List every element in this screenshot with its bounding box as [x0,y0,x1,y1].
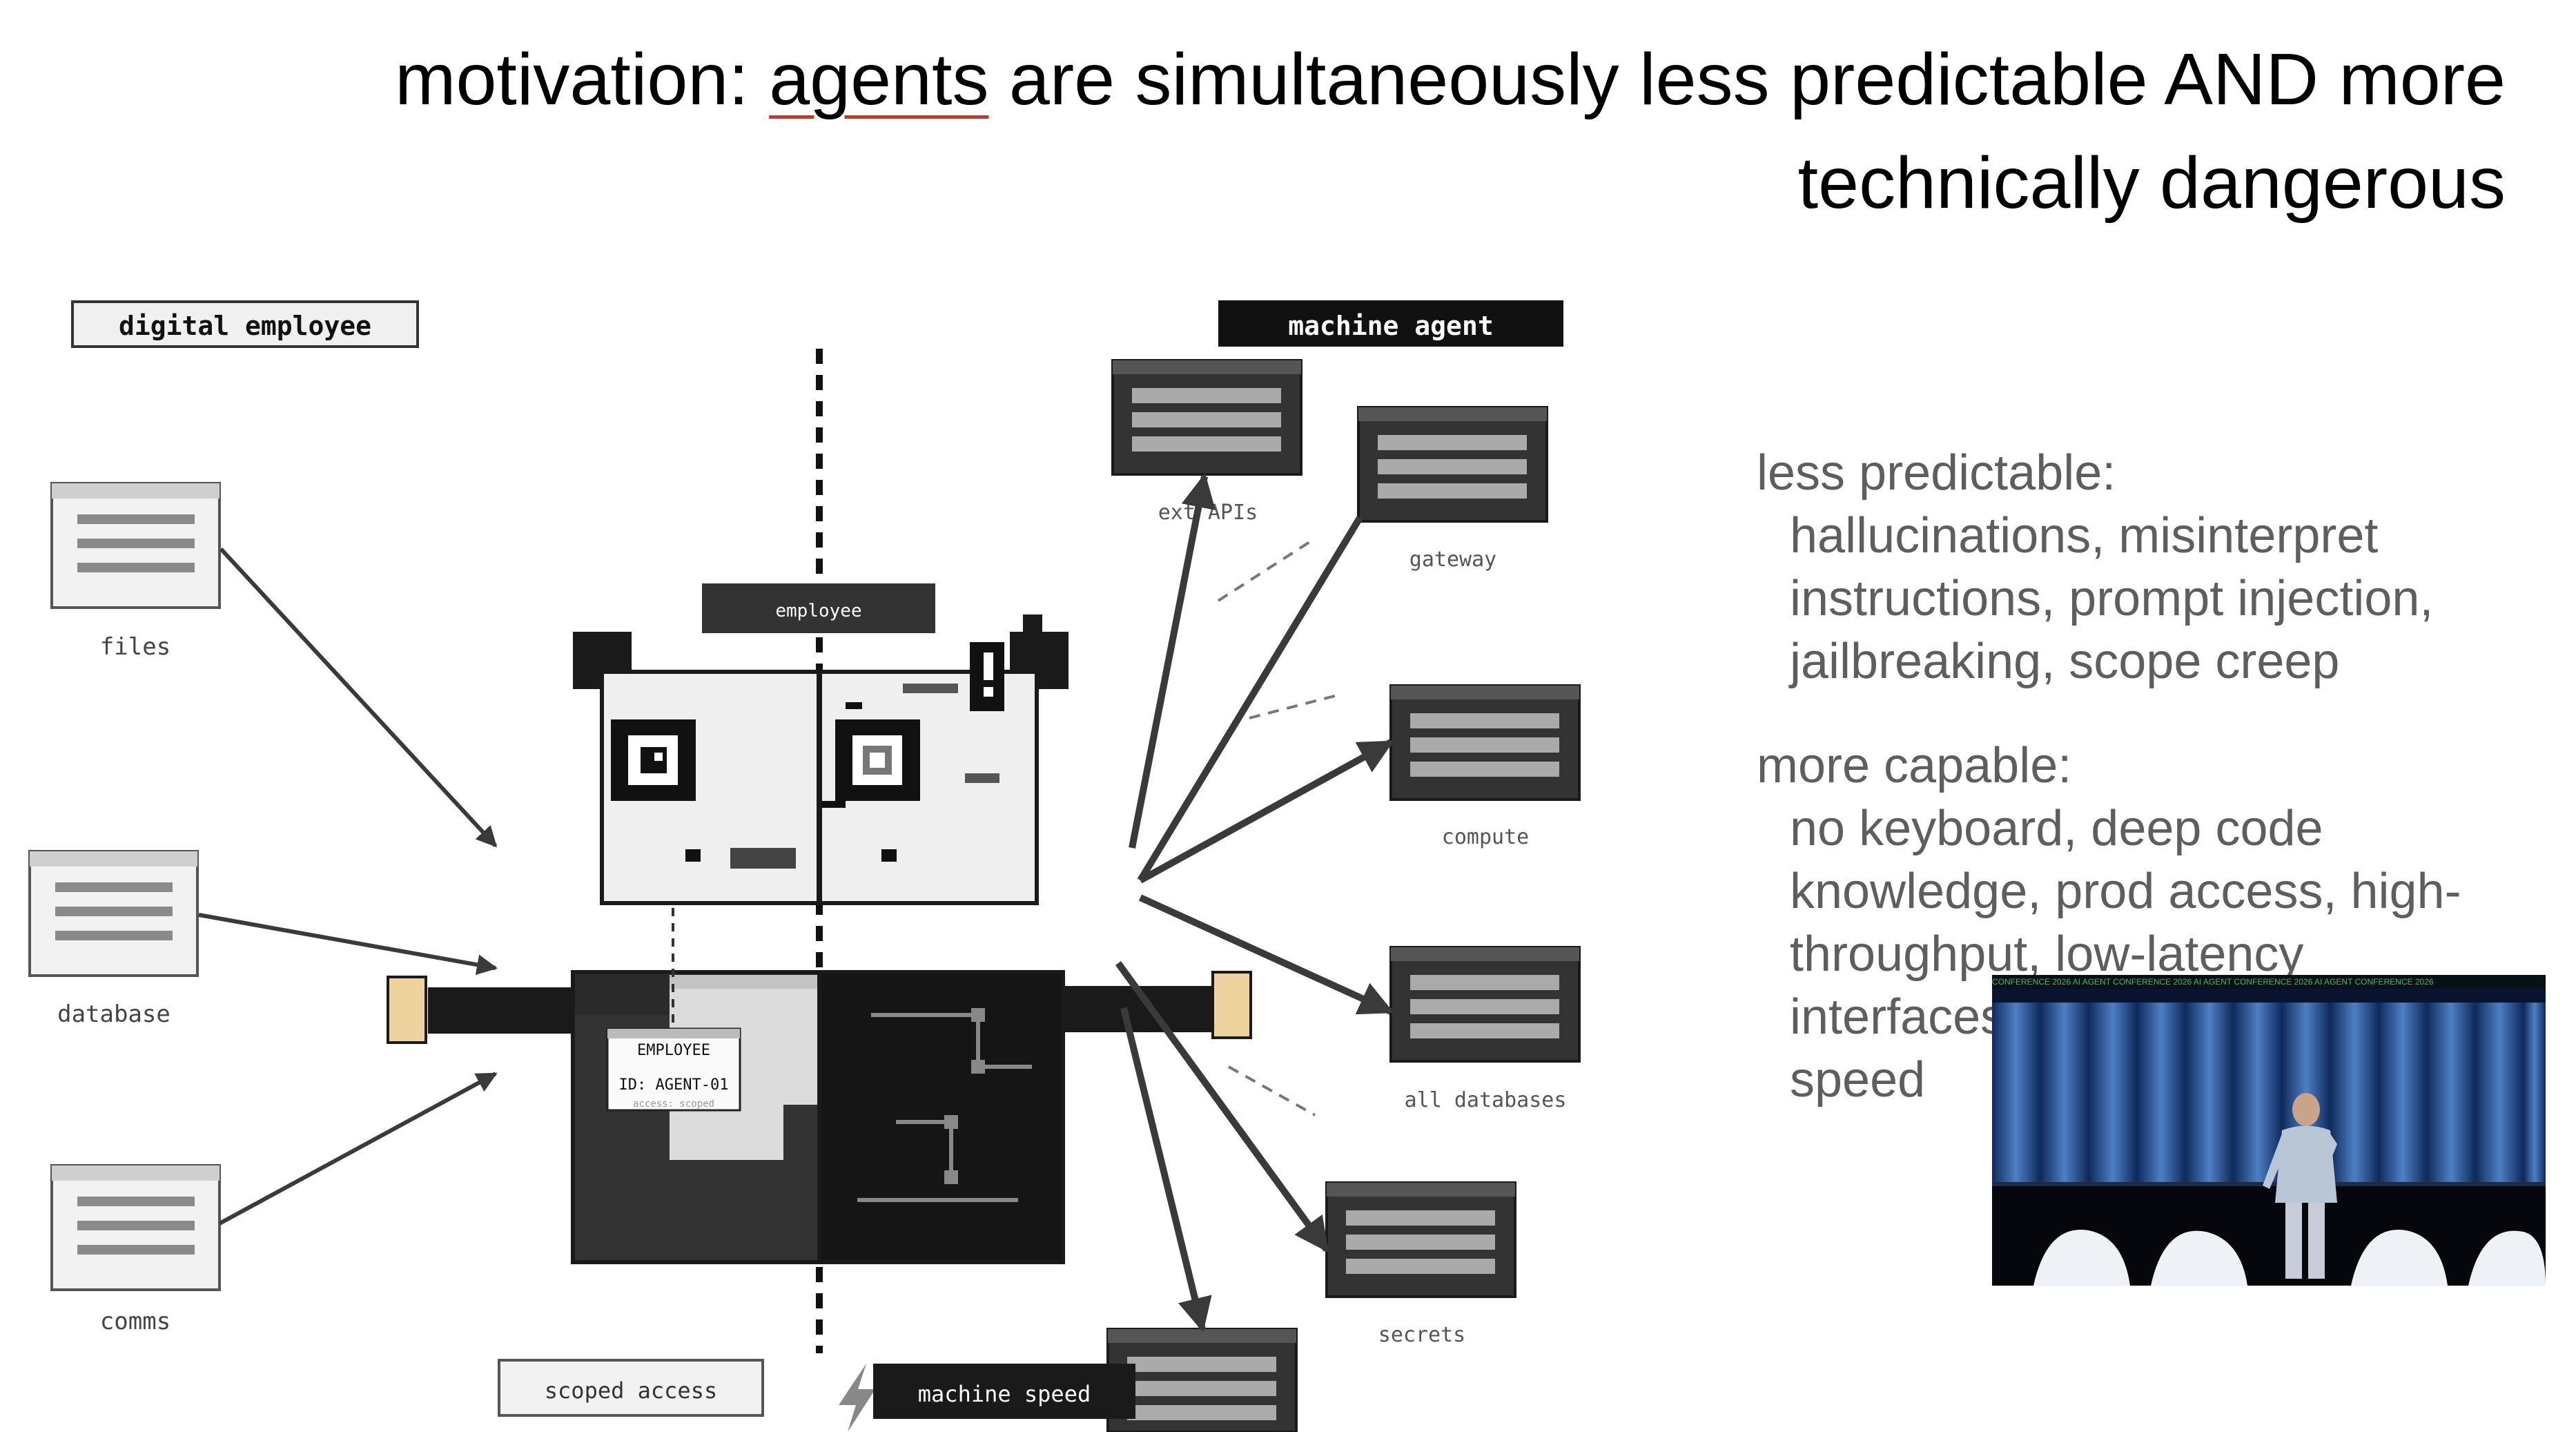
badge-access: access: scoped [633,1099,714,1110]
all-databases-label: all databases [1405,1088,1567,1112]
scoped-access-box: scoped access [498,1359,764,1417]
slide-title: motivation: agents are simultaneously le… [159,28,2506,235]
less-predictable-line: instructions, prompt injection, [1790,571,2434,626]
database-label: database [57,1000,170,1028]
ext-apis-card [1111,359,1302,476]
speaker-video-overlay[interactable]: CONFERENCE 2026 AI AGENT CONFERENCE 2026… [1992,975,2546,1286]
more-capable-line: speed [1790,1052,1926,1107]
character-head [573,615,1069,905]
left-hand [387,976,427,1044]
stage-curtains [1992,1003,2546,1182]
machine-agent-label: machine agent [1288,311,1493,341]
title-rest: are simultaneously less predictable AND … [988,39,2506,224]
stage-chairs [2033,1230,2546,1286]
digital-employee-header: digital employee [71,300,419,348]
left-arrows [198,547,498,1226]
bottom-resource-card [1106,1328,1298,1432]
dashed-connectors [1217,537,1343,1116]
title-underlined-word: agents [769,39,989,120]
stage-scene [1992,989,2546,1286]
more-capable-heading: more capable: [1757,738,2072,793]
files-card [50,482,221,609]
gateway-label: gateway [1409,548,1496,572]
employee-label: employee [775,601,861,621]
agent-diagram: digital employee machine agent files dat… [28,300,1581,1432]
more-capable-line: throughput, low-latency [1790,927,2304,982]
less-predictable-line: jailbreaking, scope creep [1790,634,2340,689]
employee-badge: EMPLOYEE ID: AGENT-01 access: scoped [606,1027,741,1112]
more-capable-line: no keyboard, deep code [1790,801,2323,856]
right-hand [1211,971,1252,1039]
database-card [28,850,199,977]
speaker-figure [2263,1093,2337,1279]
digital-employee-label: digital employee [119,311,371,341]
character-body [571,908,1065,1264]
machine-agent-header: machine agent [1218,300,1563,347]
ext-apis-label: ext APIs [1158,501,1258,525]
title-prefix: motivation: [395,39,770,120]
more-capable-line: interfaces [1790,989,2006,1045]
bullet-list: less predictable: hallucinations, misint… [1757,442,2550,1112]
compute-label: compute [1442,825,1529,849]
machine-speed-box: machine speed [839,1364,1135,1432]
machine-speed-label: machine speed [918,1381,1091,1407]
lightning-bolt-icon [839,1364,875,1432]
more-capable-line: knowledge, prod access, high- [1790,864,2461,919]
secrets-label: secrets [1378,1323,1465,1347]
badge-title: EMPLOYEE [637,1042,710,1059]
right-arrows [1115,473,1394,1333]
less-predictable-line: hallucinations, misinterpret [1790,508,2379,563]
scoped-access-label: scoped access [545,1377,717,1404]
badge-id: ID: AGENT-01 [619,1076,729,1094]
comms-card [50,1164,221,1291]
secrets-card [1325,1181,1516,1298]
compute-card [1389,684,1581,801]
less-predictable-heading: less predictable: [1757,445,2116,501]
gateway-card [1357,406,1548,523]
comms-label: comms [100,1308,170,1335]
video-ticker: CONFERENCE 2026 AI AGENT CONFERENCE 2026… [1992,975,2546,989]
all-databases-card [1389,946,1581,1063]
employee-label-bar: employee [702,583,935,633]
files-label: files [100,633,170,661]
